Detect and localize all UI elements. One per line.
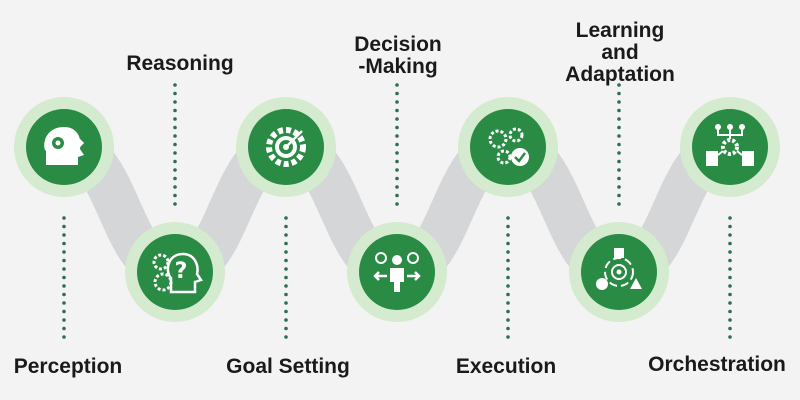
label-execution: Execution bbox=[455, 355, 557, 378]
label-learning-adaptation: Learning and Adaptation bbox=[565, 19, 675, 86]
person-choice-arrows-icon bbox=[373, 252, 421, 292]
dotted-line bbox=[284, 216, 288, 339]
dotted-line bbox=[173, 83, 177, 206]
label-orchestration: Orchestration bbox=[648, 353, 786, 376]
step-node-learning-and-adaptation bbox=[569, 222, 669, 322]
step-node-decision-making bbox=[347, 222, 447, 322]
label-reasoning: Reasoning bbox=[126, 52, 234, 75]
step-node-goal-setting bbox=[236, 97, 336, 197]
gears-check-icon bbox=[488, 127, 529, 166]
head-gears-question-icon: ? bbox=[152, 252, 203, 294]
dotted-line bbox=[506, 216, 510, 339]
cycle-shapes-icon bbox=[596, 248, 642, 290]
node-circle bbox=[692, 109, 768, 185]
label-perception: Perception bbox=[13, 355, 123, 378]
step-node-perception bbox=[14, 97, 114, 197]
label-goal-setting: Goal Setting bbox=[226, 355, 350, 378]
node-circle bbox=[470, 109, 546, 185]
svg-text:?: ? bbox=[175, 259, 188, 284]
step-node-orchestration bbox=[680, 97, 780, 197]
head-eye-arrow-icon bbox=[44, 127, 85, 165]
dotted-line bbox=[62, 216, 66, 339]
step-node-reasoning: ? bbox=[125, 222, 225, 322]
step-node-execution bbox=[458, 97, 558, 197]
gear-target-icon bbox=[266, 127, 306, 167]
dotted-line bbox=[617, 83, 621, 206]
label-decision-making: Decision -Making bbox=[354, 33, 442, 78]
dotted-line bbox=[395, 83, 399, 206]
workflow-gear-documents-icon bbox=[706, 124, 754, 166]
dotted-line bbox=[728, 216, 732, 339]
